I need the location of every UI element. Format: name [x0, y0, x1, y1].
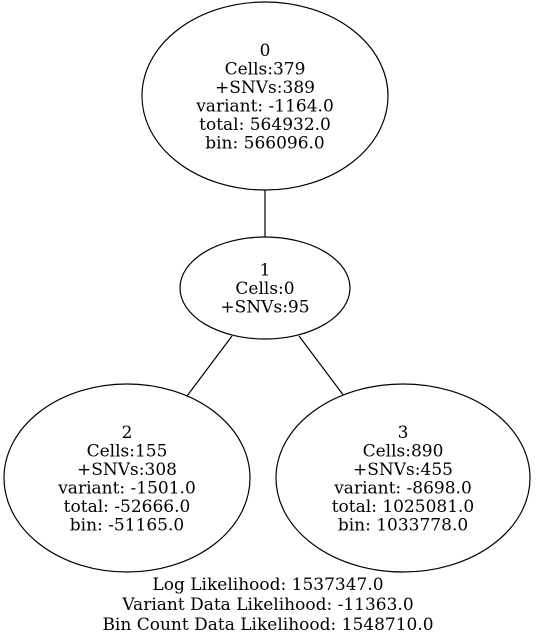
node-3-line-1: Cells:890	[363, 441, 444, 461]
edge-1-2	[186, 335, 233, 397]
likelihood-summary: Log Likelihood: 1537347.0 Variant Data L…	[102, 575, 433, 635]
node-3-line-2: +SNVs:455	[353, 460, 453, 480]
log-likelihood-label: Log Likelihood: 1537347.0	[152, 575, 383, 595]
variant-likelihood-label: Variant Data Likelihood: -11363.0	[121, 595, 413, 615]
node-0-line-1: Cells:379	[225, 59, 306, 79]
node-2-line-4: total: -52666.0	[64, 497, 191, 517]
node-3-line-4: total: 1025081.0	[332, 497, 475, 517]
node-3-line-0: 3	[398, 423, 409, 443]
node-ellipse-3	[275, 383, 531, 573]
node-0-line-0: 0	[260, 41, 271, 61]
node-2-line-1: Cells:155	[87, 441, 168, 461]
node-0-line-3: variant: -1164.0	[195, 96, 334, 116]
node-1-line-1: Cells:0	[235, 279, 294, 299]
node-3-line-3: variant: -8698.0	[333, 478, 472, 498]
node-ellipse-0	[141, 1, 389, 191]
edges-layer	[186, 190, 345, 397]
node-ellipse-2	[3, 383, 251, 573]
node-2-line-2: +SNVs:308	[77, 460, 177, 480]
node-ellipse-1	[179, 236, 351, 340]
node-2-line-3: variant: -1501.0	[57, 478, 196, 498]
node-1-line-0: 1	[260, 261, 271, 281]
node-0-line-5: bin: 566096.0	[205, 133, 325, 153]
node-2-line-0: 2	[122, 423, 133, 443]
node-0-line-2: +SNVs:389	[215, 78, 315, 98]
node-0-line-4: total: 564932.0	[199, 115, 331, 135]
node-2-line-5: bin: -51165.0	[70, 515, 184, 535]
edge-1-3	[298, 335, 345, 397]
node-3-line-5: bin: 1033778.0	[338, 515, 468, 535]
bin-count-likelihood-label: Bin Count Data Likelihood: 1548710.0	[102, 615, 433, 635]
node-1-line-2: +SNVs:95	[220, 298, 309, 318]
